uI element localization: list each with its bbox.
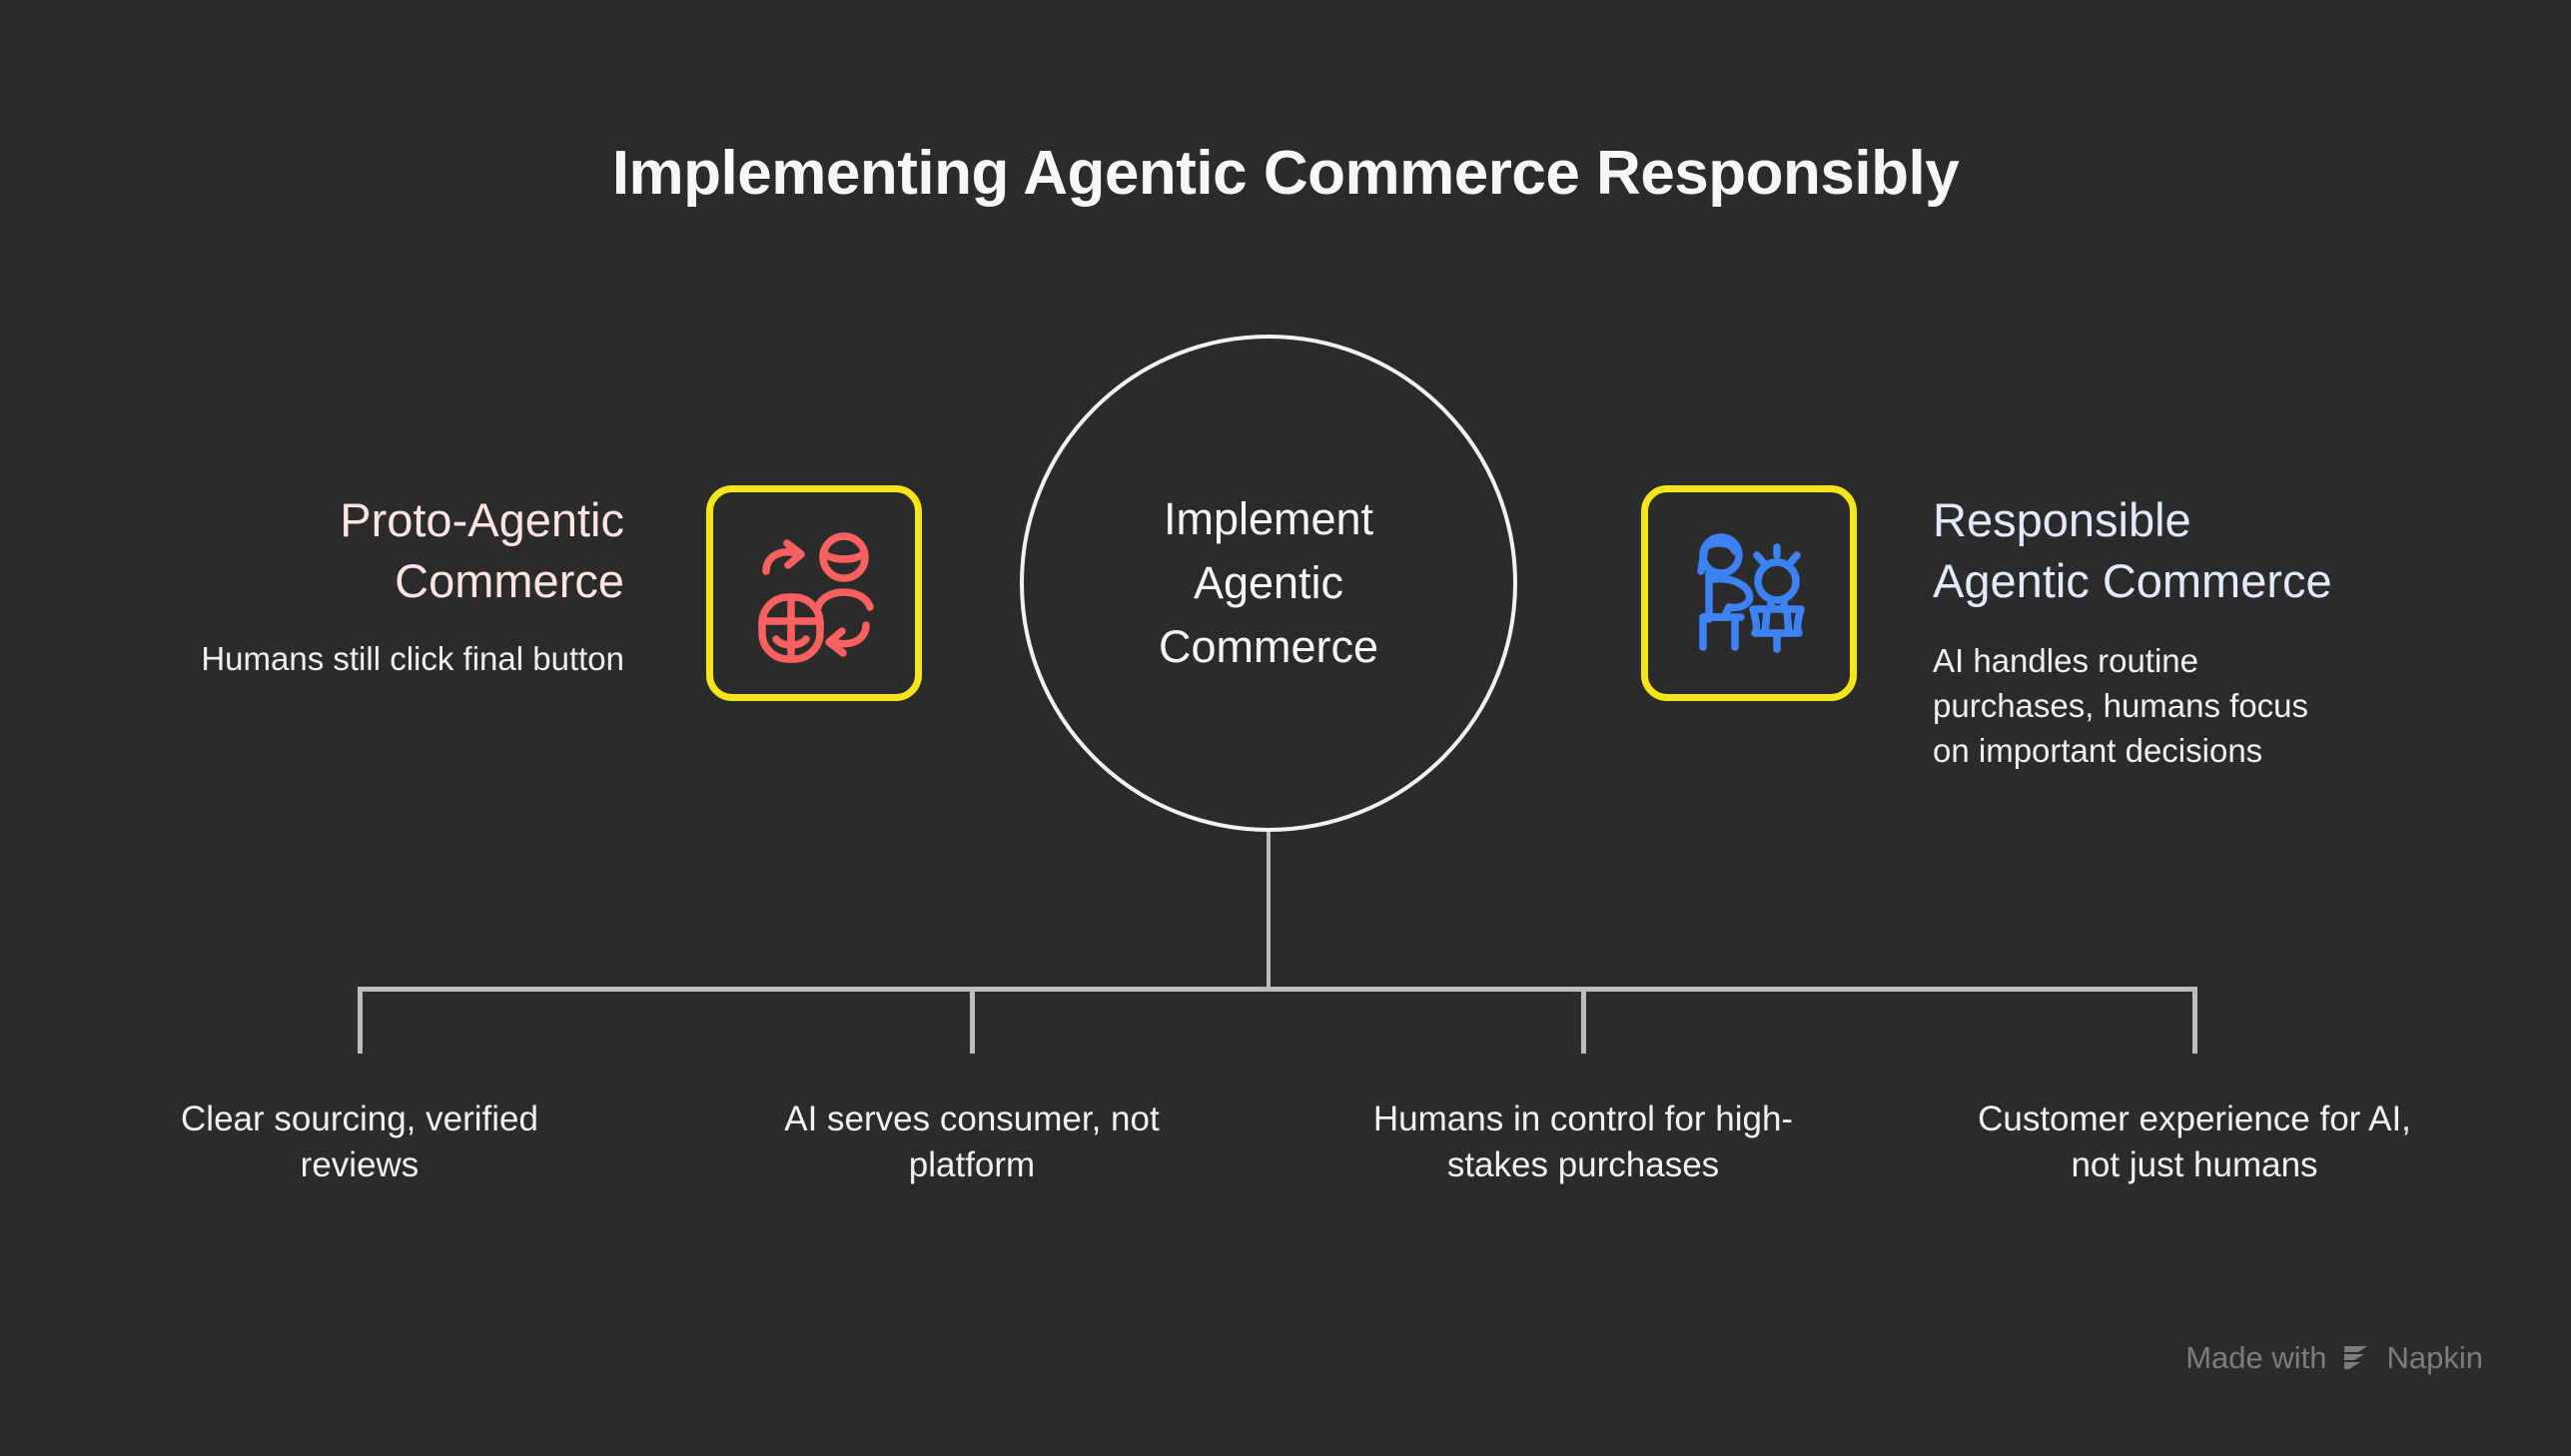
left-branch-icon-box[interactable] [706, 485, 922, 701]
right-branch-icon-box[interactable] [1641, 485, 1857, 701]
left-branch-description: Humans still click final button [201, 640, 624, 678]
principle-label-4: Customer experience for AI, not just hum… [1978, 1099, 2411, 1185]
right-branch-heading: Responsible Agentic Commerce [1933, 493, 2332, 608]
connector-drop-2 [970, 987, 975, 1054]
connector-drop-4 [2192, 987, 2197, 1054]
napkin-logo-icon [2340, 1341, 2374, 1375]
connector-drop-1 [358, 987, 363, 1054]
connector-drop-3 [1581, 987, 1586, 1054]
left-branch-heading: Proto-Agentic Commerce [340, 493, 624, 608]
person-with-ai-assistant-icon [1679, 523, 1819, 663]
connector-stem [1267, 832, 1271, 989]
watermark-prefix: Made with [2185, 1340, 2327, 1375]
connector-bar [358, 987, 2197, 992]
left-branch-text: Proto-Agentic Commerce Humans still clic… [150, 489, 624, 681]
center-node[interactable]: Implement Agentic Commerce [1020, 335, 1517, 832]
center-node-label: Implement Agentic Commerce [1158, 493, 1379, 672]
principle-label-3: Humans in control for high-stakes purcha… [1372, 1099, 1794, 1185]
napkin-watermark[interactable]: Made with Napkin [2185, 1340, 2483, 1376]
right-branch-description: AI handles routine purchases, humans foc… [1933, 642, 2309, 769]
page-title: Implementing Agentic Commerce Responsibl… [611, 139, 1960, 208]
watermark-brand: Napkin [2386, 1340, 2484, 1375]
principle-label-2: AI serves consumer, not platform [784, 1099, 1160, 1185]
human-click-loop-icon [744, 523, 884, 663]
principle-label-1: Clear sourcing, verified reviews [181, 1099, 538, 1185]
right-branch-text: Responsible Agentic Commerce AI handles … [1933, 489, 2332, 774]
